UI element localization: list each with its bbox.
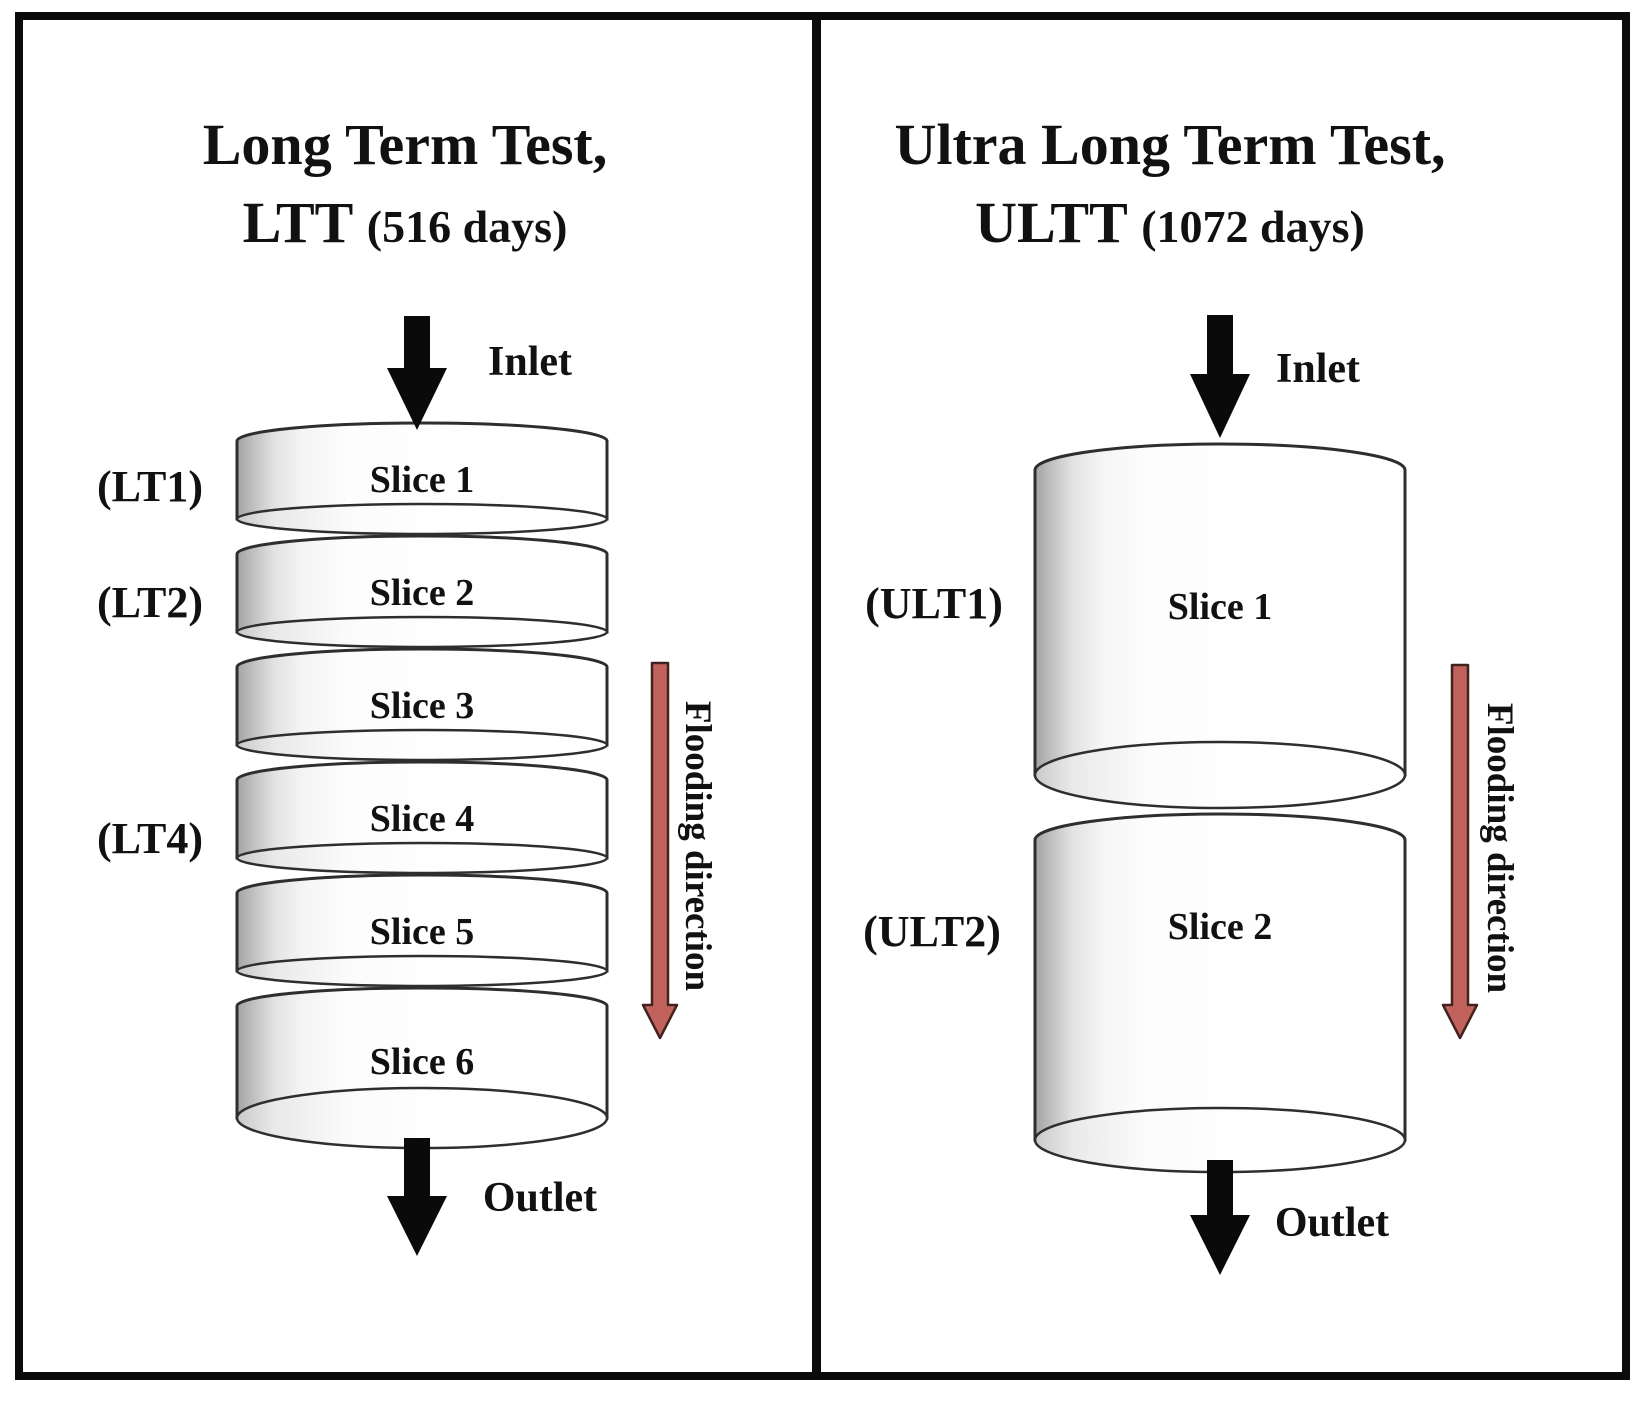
slice-bottom-lip: [235, 954, 609, 988]
ultt-panel-title: Ultra Long Term Test, ULTT (1072 days): [770, 106, 1570, 266]
ultt-inlet-label: Inlet: [1276, 346, 1360, 392]
slice-bottom-lip: [235, 841, 609, 875]
ultt-title-days: (1072 days): [1141, 201, 1365, 252]
panel-divider: [812, 12, 821, 1380]
inlet-arrow-icon: [387, 316, 447, 430]
ltt-cylinder-stack: [235, 421, 609, 1150]
slice-cylinder: [235, 647, 609, 747]
ultt-side-label-ult2: (ULT2): [863, 906, 1001, 956]
ltt-flooding-direction-label: Flooding direction: [677, 700, 719, 992]
ultt-slice-2-label: Slice 2: [1167, 906, 1273, 948]
ltt-title-abbr: LTT: [242, 190, 353, 255]
ltt-side-label-lt2: (LT2): [97, 577, 203, 627]
ltt-outlet-label: Outlet: [482, 1175, 598, 1221]
ltt-side-label-lt4: (LT4): [97, 813, 203, 863]
outlet-arrow-icon: [387, 1138, 447, 1256]
ltt-title-line1: Long Term Test,: [202, 112, 608, 177]
inlet-arrow-icon: [1190, 315, 1250, 438]
ltt-side-label-lt1: (LT1): [97, 461, 203, 511]
slice-cylinder: [235, 873, 609, 973]
slice-cylinder: [235, 421, 609, 521]
ltt-slice-6-label: Slice 6: [369, 1041, 475, 1083]
outlet-arrow-icon: [1190, 1160, 1250, 1275]
slice-cylinder: [235, 534, 609, 634]
slice-cylinder: [1033, 812, 1407, 1142]
slice-bottom-lip: [235, 502, 609, 536]
ltt-slice-2-label: Slice 2: [369, 572, 475, 614]
ultt-title-line1: Ultra Long Term Test,: [894, 112, 1446, 177]
ultt-side-label-ult1: (ULT1): [865, 578, 1003, 628]
slice-cylinder: [1033, 442, 1407, 777]
slice-cylinder: [235, 986, 609, 1120]
slice-cylinder: [235, 760, 609, 860]
ultt-title-line2: ULTT (1072 days): [770, 184, 1570, 266]
ltt-title-days: (516 days): [366, 201, 568, 252]
ultt-slice-1-label: Slice 1: [1167, 586, 1273, 628]
ultt-outlet-label: Outlet: [1274, 1200, 1390, 1246]
flooding-direction-arrow-icon: [641, 661, 679, 1040]
ltt-inlet-label: Inlet: [488, 339, 572, 385]
ltt-slice-4-label: Slice 4: [369, 798, 475, 840]
ltt-panel-title: Long Term Test, LTT (516 days): [60, 106, 750, 266]
ltt-title-line2: LTT (516 days): [60, 184, 750, 266]
slice-bottom-lip: [235, 728, 609, 762]
slice-bottom-lip: [1033, 740, 1407, 810]
ltt-slice-5-label: Slice 5: [369, 911, 475, 953]
slice-bottom-lip: [235, 615, 609, 649]
ltt-slice-1-label: Slice 1: [369, 459, 475, 501]
ultt-title-abbr: ULTT: [975, 190, 1127, 255]
ultt-flooding-direction-label: Flooding direction: [1479, 702, 1521, 994]
ultt-cylinder-stack: [1033, 442, 1407, 1174]
figure-border: [15, 12, 1630, 1380]
ltt-slice-3-label: Slice 3: [369, 685, 475, 727]
flooding-direction-arrow-icon: [1441, 663, 1479, 1040]
